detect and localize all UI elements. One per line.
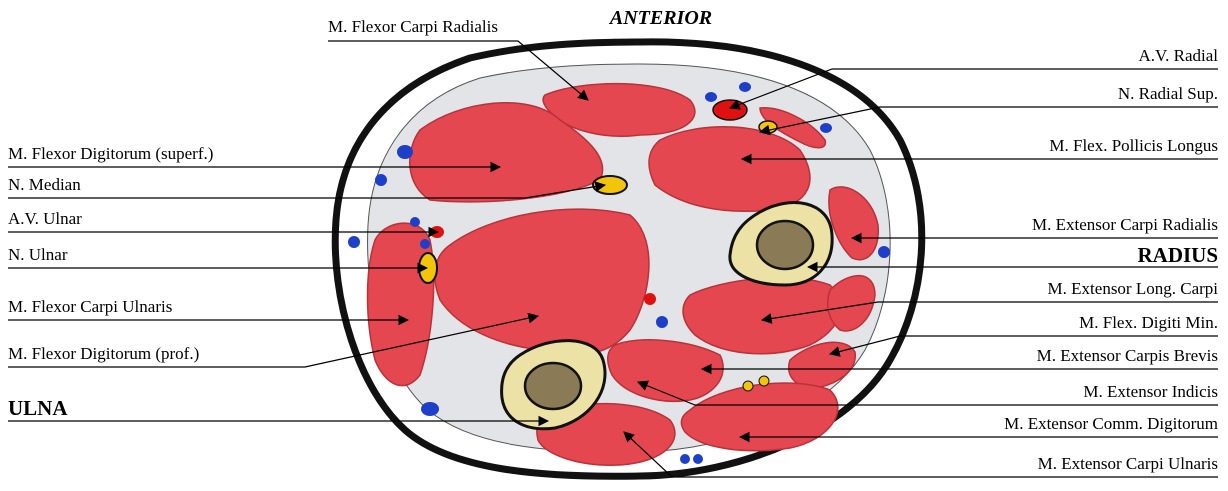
label-n-median: N. Median bbox=[8, 175, 81, 194]
vein-interosseous bbox=[656, 316, 668, 328]
vein-superficial-8 bbox=[693, 454, 703, 464]
vein-superficial-6 bbox=[878, 246, 890, 258]
nerve-post-1 bbox=[743, 381, 753, 391]
label-extensor-carpi-ulnaris: M. Extensor Carpi Ulnaris bbox=[1038, 454, 1218, 473]
label-av-ulnar: A.V. Ulnar bbox=[8, 209, 82, 228]
vein-superficial-5 bbox=[820, 123, 832, 133]
vein-radial-1 bbox=[705, 92, 717, 102]
label-extensor-comm-digitorum: M. Extensor Comm. Digitorum bbox=[1004, 414, 1218, 433]
label-flexor-digitorum-superf: M. Flexor Digitorum (superf.) bbox=[8, 144, 213, 163]
vein-superficial-4 bbox=[421, 402, 439, 416]
vein-superficial-1 bbox=[397, 145, 413, 159]
cross-section bbox=[335, 42, 922, 476]
vein-ulnar-2 bbox=[420, 239, 430, 249]
label-av-radial: A.V. Radial bbox=[1139, 46, 1219, 65]
label-ulna: ULNA bbox=[8, 396, 68, 420]
label-radius: RADIUS bbox=[1137, 243, 1218, 267]
vein-superficial-3 bbox=[348, 236, 360, 248]
vein-ulnar-1 bbox=[410, 217, 420, 227]
label-flex-pollicis-longus: M. Flex. Pollicis Longus bbox=[1049, 136, 1218, 155]
label-extensor-carpis-brevis: M. Extensor Carpis Brevis bbox=[1037, 346, 1218, 365]
label-extensor-indicis: M. Extensor Indicis bbox=[1083, 382, 1218, 401]
label-flexor-digitorum-prof: M. Flexor Digitorum (prof.) bbox=[8, 344, 199, 363]
label-flexor-carpi-radialis: M. Flexor Carpi Radialis bbox=[328, 17, 498, 36]
label-extensor-carpi-radialis: M. Extensor Carpi Radialis bbox=[1032, 215, 1218, 234]
vein-superficial-2 bbox=[375, 174, 387, 186]
label-flex-digiti-min: M. Flex. Digiti Min. bbox=[1079, 313, 1218, 332]
nerve-median bbox=[593, 176, 627, 194]
vein-radial-2 bbox=[739, 82, 751, 92]
label-flexor-carpi-ulnaris: M. Flexor Carpi Ulnaris bbox=[8, 297, 172, 316]
nerve-post-2 bbox=[759, 376, 769, 386]
artery-interosseous bbox=[644, 293, 656, 305]
vein-superficial-7 bbox=[680, 454, 690, 464]
title-anterior: ANTERIOR bbox=[608, 7, 712, 29]
label-n-radial-sup: N. Radial Sup. bbox=[1118, 84, 1218, 103]
label-extensor-long-carpi: M. Extensor Long. Carpi bbox=[1048, 279, 1219, 298]
label-n-ulnar: N. Ulnar bbox=[8, 245, 68, 264]
